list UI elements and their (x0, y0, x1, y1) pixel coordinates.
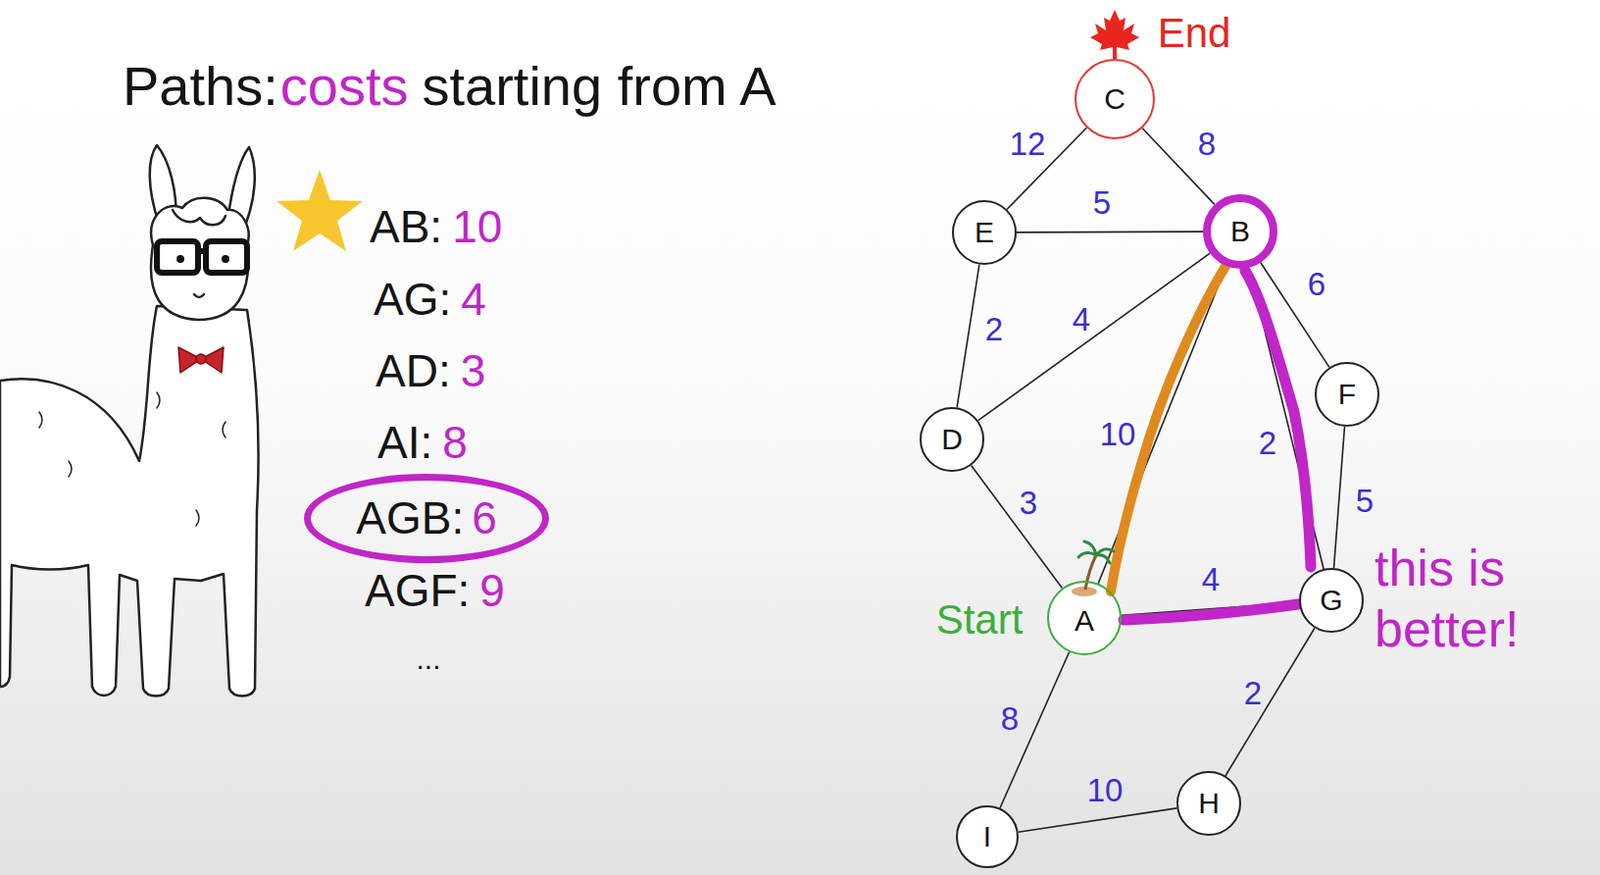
graph-vertex: D (919, 406, 985, 472)
graph-vertex: I (955, 804, 1019, 868)
vertex-letter: H (1198, 788, 1220, 818)
vertex-letter: E (974, 217, 995, 248)
edge-weight: 2 (1244, 676, 1262, 709)
llama-eye (221, 254, 230, 263)
graph-vertex: E (951, 200, 1017, 265)
edge-weight: 5 (1093, 186, 1111, 219)
vertex-letter: D (941, 424, 963, 454)
path-summary-text: AGB: (355, 495, 464, 541)
edge-weight: 8 (1000, 701, 1019, 735)
path-name: AB: (369, 203, 443, 250)
vertex-letter: C (1103, 84, 1126, 114)
vertex-letter: G (1319, 585, 1343, 615)
edge-weight: 4 (1201, 562, 1220, 596)
vertex-letter: F (1338, 379, 1356, 409)
graph-edge (1225, 627, 1315, 776)
title-text: costs (280, 58, 409, 114)
vertex-letter: I (983, 821, 992, 851)
path-cost: 10 (451, 203, 502, 250)
end-label: End (1157, 12, 1232, 54)
graph-edge (1016, 230, 1203, 233)
path-name: AGF: (364, 567, 470, 613)
title-text: starting from A (421, 58, 776, 114)
vertex-letter: B (1230, 216, 1250, 247)
graph-vertex: H (1176, 770, 1242, 836)
llama-body (0, 305, 259, 697)
path-cost: 3 (460, 348, 487, 394)
llama-fur (39, 392, 226, 526)
graph-edge (1006, 127, 1087, 209)
edge-weight: 3 (1019, 486, 1038, 519)
edge-weight: 12 (1009, 127, 1047, 160)
graph-edge (971, 465, 1063, 589)
vertex-letter: A (1074, 605, 1095, 636)
star-symbol (276, 169, 363, 251)
graph-vertex: F (1314, 361, 1380, 427)
edge-weight: 6 (1307, 267, 1326, 300)
llama-mouth (194, 294, 204, 298)
path-name: AI: (377, 419, 433, 465)
path-cost: 8 (442, 419, 468, 465)
path-cost: 4 (460, 276, 487, 322)
edge-weight: 2 (985, 312, 1003, 346)
path-cost: 9 (479, 567, 505, 613)
edge-weight: 8 (1198, 127, 1216, 160)
palm-tree-symbol (1071, 541, 1114, 597)
edge-weight: 10 (1100, 417, 1137, 450)
path-summary-text: 6 (471, 495, 498, 541)
graph-edge (1018, 807, 1178, 832)
llama-glasses (156, 241, 248, 273)
edge-weight: 4 (1072, 302, 1091, 336)
ellipsis-text: ... (415, 644, 441, 674)
graph-edge (978, 252, 1210, 420)
highlighted-vertex: B (1202, 194, 1278, 269)
graph-edge (1334, 426, 1346, 568)
edge-weight: 2 (1258, 426, 1277, 459)
edge-weight: 5 (1355, 484, 1374, 517)
llama-illustration (0, 145, 259, 697)
start-vertex: A (1047, 580, 1122, 655)
graph-edge (956, 264, 980, 408)
highlight-ellipse: AGB:6 (303, 473, 550, 563)
maple-leaf-symbol (1090, 9, 1140, 59)
llama-fluff (172, 209, 226, 225)
path-name: AG: (373, 276, 451, 322)
llama-face (150, 198, 250, 320)
start-label: Start (936, 599, 1024, 641)
llama-eye (176, 254, 185, 263)
title-text: Paths: (122, 58, 279, 114)
highlight-path-magenta (1245, 270, 1311, 567)
graph-edge (1000, 651, 1070, 808)
highlight-path-magenta (1123, 603, 1299, 620)
end-vertex: C (1074, 58, 1155, 140)
llama-bowtie (178, 347, 224, 373)
path-name: AD: (375, 348, 451, 394)
annotation-note: this is better! (1374, 537, 1571, 660)
graph-vertex: G (1299, 567, 1364, 633)
edge-weight: 10 (1087, 773, 1124, 806)
